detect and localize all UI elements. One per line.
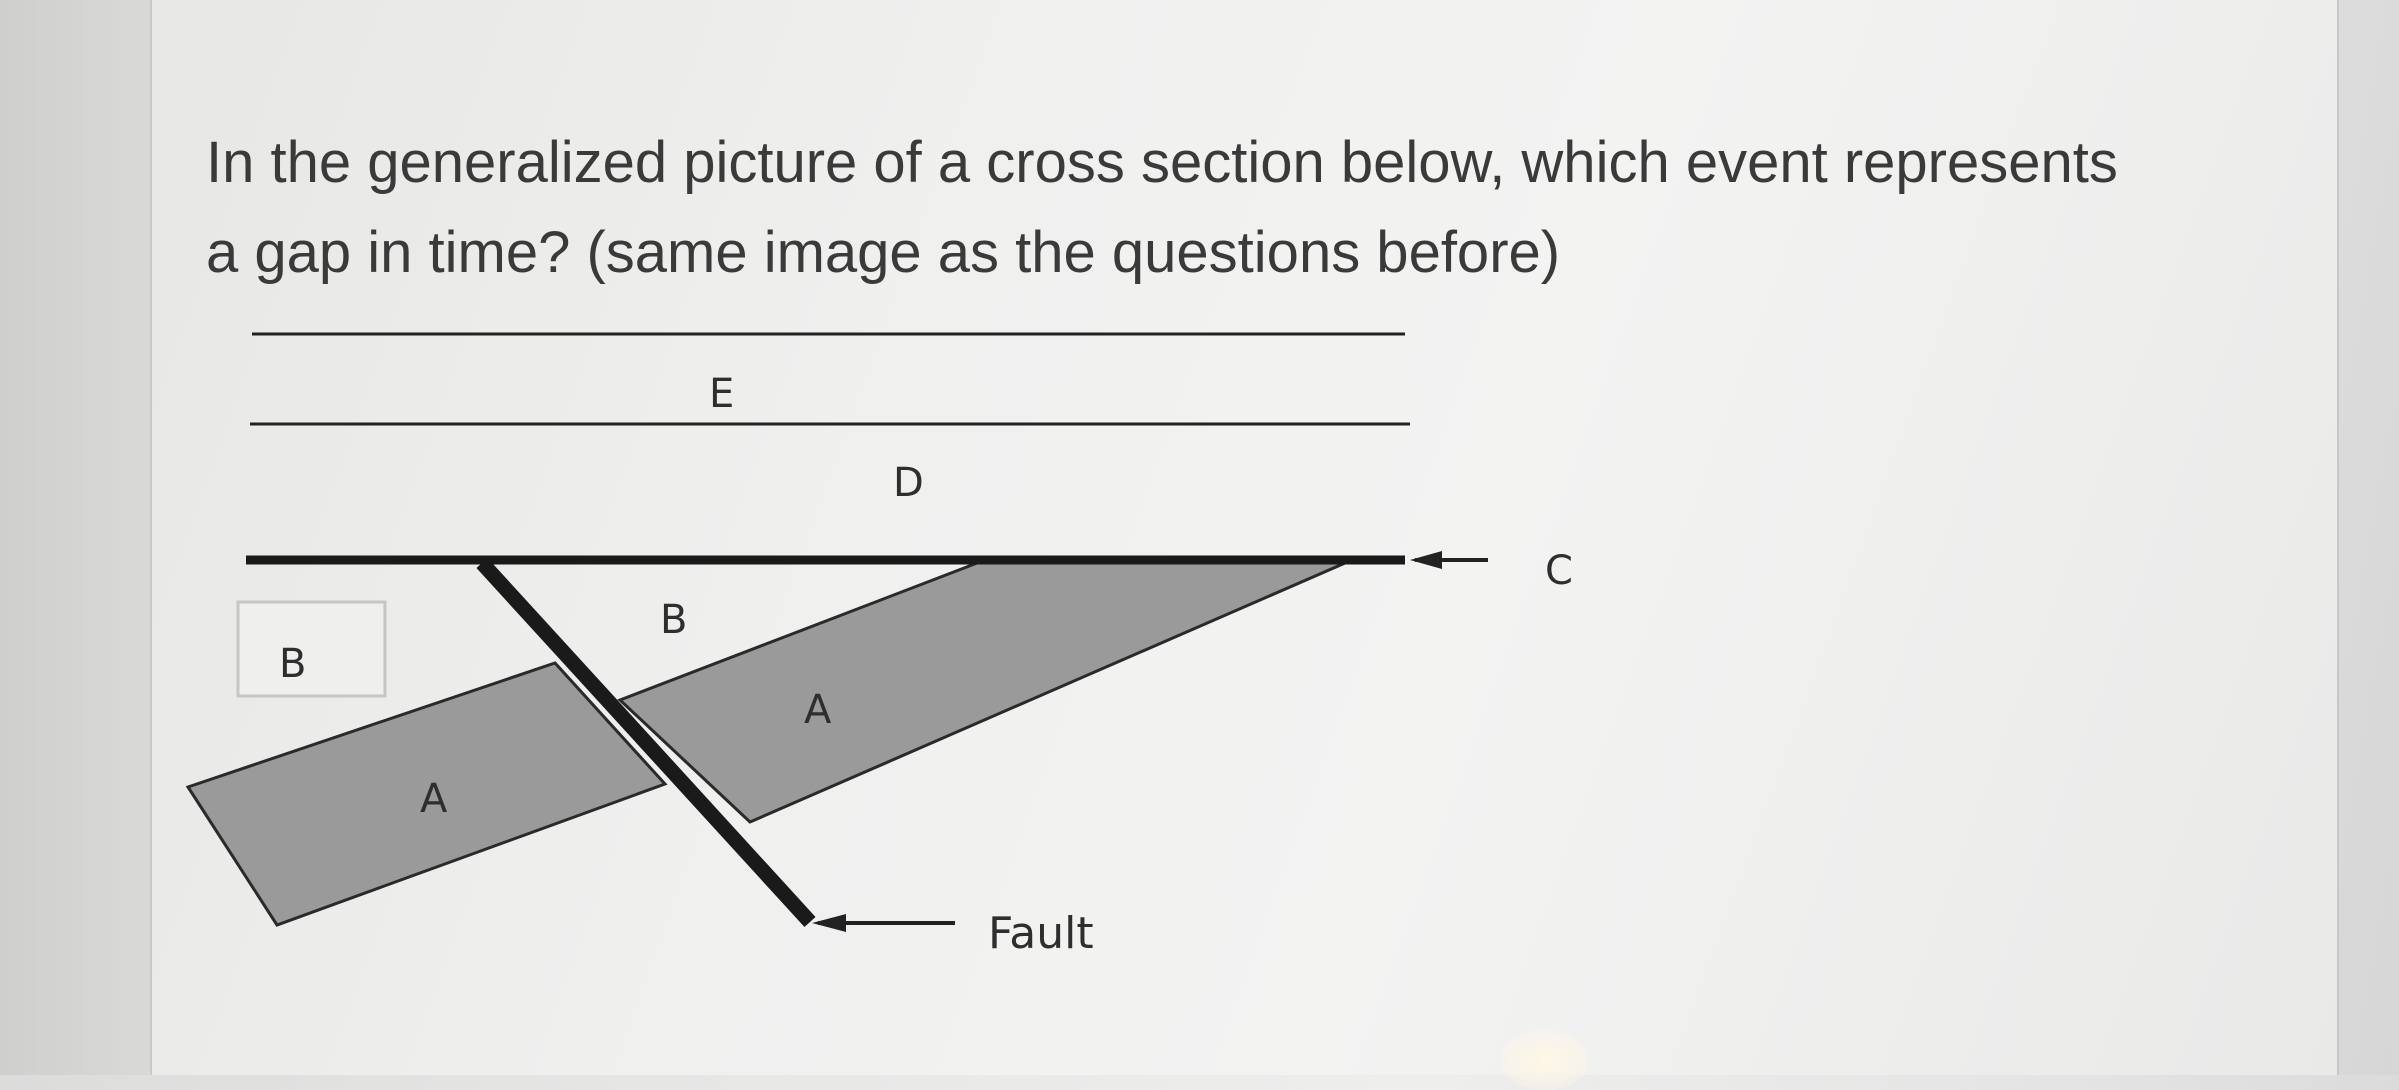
question-line-1: In the generalized picture of a cross se… xyxy=(206,130,2118,195)
question-card xyxy=(150,0,2339,1075)
label-b-left: B xyxy=(279,641,306,687)
fault-line xyxy=(476,557,816,928)
layer-a-left xyxy=(185,661,668,927)
question-text: In the generalized picture of a cross se… xyxy=(206,118,2356,298)
background-margin xyxy=(0,0,150,1075)
layer-b-left-box xyxy=(236,600,387,698)
label-a-right: A xyxy=(804,687,832,733)
label-a-left: A xyxy=(420,776,448,822)
label-b-right: B xyxy=(660,597,687,643)
label-d: D xyxy=(893,460,924,506)
screen-glare xyxy=(1500,1030,1590,1090)
arrow-to-fault-icon xyxy=(812,914,955,932)
label-fault: Fault xyxy=(988,908,1094,959)
layer-a-right xyxy=(617,558,1353,824)
question-line-2: a gap in time? (same image as the questi… xyxy=(206,220,1561,285)
arrow-to-c-icon xyxy=(1410,551,1488,569)
label-c: C xyxy=(1545,548,1573,594)
label-e: E xyxy=(709,371,734,417)
